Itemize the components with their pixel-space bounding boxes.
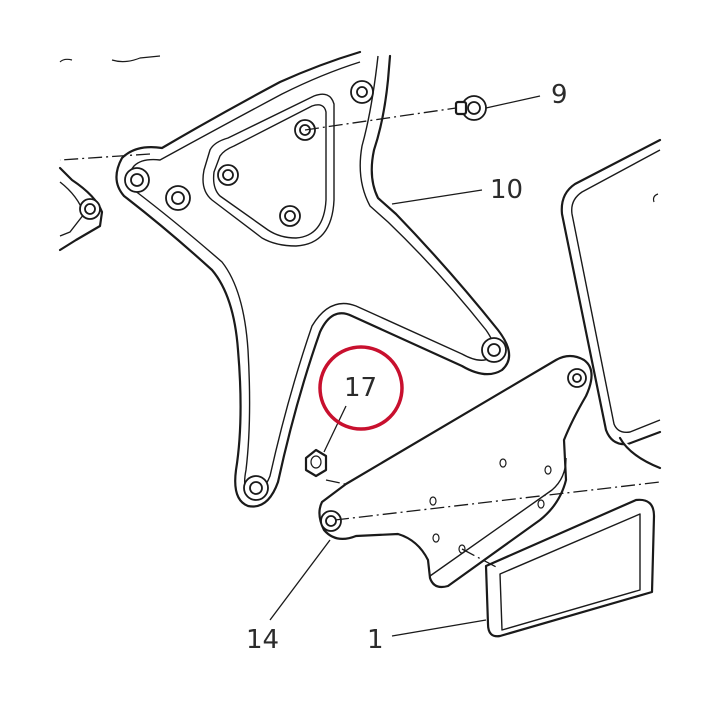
left-side-component (58, 166, 104, 252)
reflector-part-1 (484, 498, 656, 638)
callout-label-14: 14 (246, 625, 279, 655)
plate-holder-frame (560, 138, 662, 470)
assembly-centerlines (59, 107, 661, 569)
nut-part-17 (304, 448, 328, 478)
callout-label-10: 10 (490, 175, 523, 205)
callout-label-17: 17 (344, 373, 377, 403)
callout-label-9: 9 (551, 80, 568, 110)
lower-bracket-part-14 (318, 354, 593, 589)
callout-17-highlight-ring (318, 345, 404, 431)
top-left-fragment (59, 55, 161, 63)
screw-part-9 (454, 95, 487, 121)
leader-lines (269, 95, 541, 637)
mounting-bracket-part-10 (115, 50, 511, 508)
callout-label-1: 1 (367, 625, 384, 655)
